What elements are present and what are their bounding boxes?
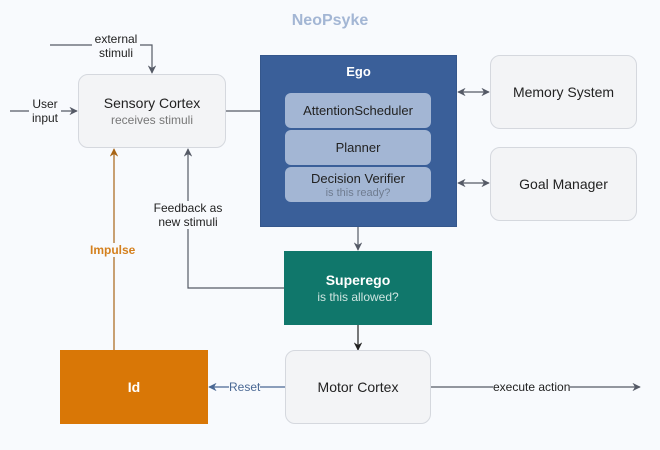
sensory-cortex-subtitle: receives stimuli — [110, 113, 194, 127]
feedback-line2: new stimuli — [158, 215, 218, 229]
impulse-label: Impulse — [90, 243, 136, 257]
id-title: Id — [127, 379, 141, 395]
edge-external-stimuli — [50, 44, 157, 74]
reset-label: Reset — [229, 380, 261, 394]
memory-system-title: Memory System — [512, 84, 615, 100]
attention-scheduler-node[interactable]: AttentionScheduler — [285, 93, 431, 128]
ego-title: Ego — [346, 64, 371, 79]
edge-feedback — [183, 148, 284, 289]
external-stimuli-line1: external — [94, 32, 138, 46]
external-stimuli-line2: stimuli — [98, 46, 133, 60]
decision-verifier-subtitle: is this ready? — [325, 186, 391, 199]
user-input-line1: User — [32, 97, 58, 111]
feedback-line1: Feedback as — [153, 201, 223, 215]
id-node[interactable]: Id — [60, 350, 208, 424]
decision-verifier-node[interactable]: Decision Verifier is this ready? — [285, 167, 431, 202]
external-stimuli-label: external stimuli — [92, 32, 140, 60]
goal-manager-title: Goal Manager — [519, 176, 608, 192]
superego-subtitle: is this allowed? — [317, 290, 399, 304]
user-input-label: User input — [29, 97, 61, 125]
sensory-cortex-node[interactable]: Sensory Cortex receives stimuli — [78, 74, 226, 148]
attention-scheduler-title: AttentionScheduler — [303, 103, 413, 118]
superego-node[interactable]: Superego is this allowed? — [284, 251, 432, 325]
motor-cortex-node[interactable]: Motor Cortex — [285, 350, 431, 424]
memory-system-node[interactable]: Memory System — [490, 55, 637, 129]
superego-title: Superego — [325, 272, 391, 288]
decision-verifier-title: Decision Verifier — [311, 170, 405, 186]
diagram-title: NeoPsyke — [291, 12, 369, 29]
planner-node[interactable]: Planner — [285, 130, 431, 165]
goal-manager-node[interactable]: Goal Manager — [490, 147, 637, 221]
sensory-cortex-title: Sensory Cortex — [103, 95, 201, 111]
execute-action-label: execute action — [493, 380, 571, 394]
motor-cortex-title: Motor Cortex — [317, 379, 399, 395]
feedback-label: Feedback as new stimuli — [150, 201, 226, 229]
planner-title: Planner — [335, 140, 381, 155]
user-input-line2: input — [31, 111, 59, 125]
